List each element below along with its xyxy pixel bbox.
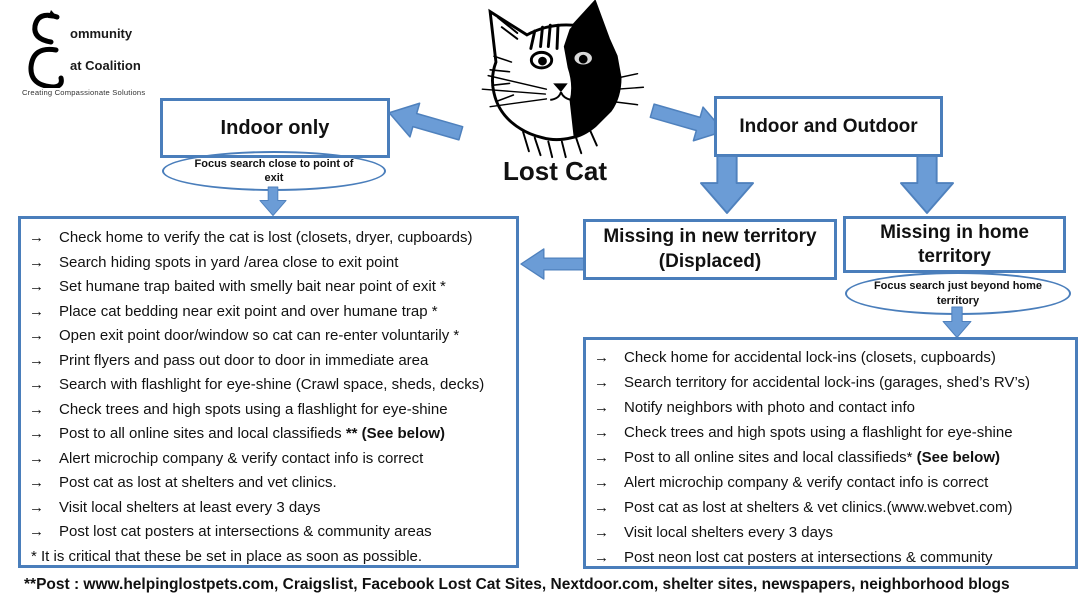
list-item: → Search hiding spots in yard /area close… [21, 251, 516, 276]
list-item: → Search territory for accidental lock-in… [586, 370, 1075, 395]
arrow-bullet-icon: → [594, 499, 609, 516]
list-item-text: Visit local shelters every 3 days [624, 524, 833, 541]
list-item-text: Notify neighbors with photo and contact … [624, 399, 916, 416]
list-item-text: Check trees and high spots using a flash… [59, 400, 448, 418]
arrow-bullet-icon: → [594, 374, 609, 391]
logo-word-top: ommunity [70, 26, 133, 41]
node-missing-new-territory-line1: Missing in new territory [603, 225, 817, 247]
cat-monogram-icon [28, 10, 64, 88]
arrow-bullet-icon: → [594, 349, 609, 366]
list-item: → Post cat as lost at shelters & vet clin… [586, 495, 1075, 520]
arrow-bullet-icon: → [29, 523, 44, 540]
arrow-bullet-icon: → [29, 400, 44, 418]
arrow-bullet-icon: → [29, 449, 44, 467]
connector-arrow-to-home-territory [900, 155, 954, 215]
list-item-text: Post neon lost cat posters at intersecti… [624, 549, 993, 566]
list-item: → Open exit point door/window so cat can … [21, 324, 516, 349]
list-item: → Print flyers and pass out door to door … [21, 349, 516, 374]
list-item: → Post to all online sites and local clas… [21, 422, 516, 447]
list-item-text: Search hiding spots in yard /area close … [59, 253, 399, 271]
node-missing-new-territory-line2: (Displaced) [658, 250, 762, 272]
arrow-bullet-icon: → [29, 376, 44, 393]
node-indoor-outdoor-label: Indoor and Outdoor [739, 115, 918, 137]
list-item-text: Post cat as lost at shelters & vet clini… [624, 499, 1013, 516]
left-list-footnote: * It is critical that these be set in pl… [31, 547, 423, 565]
list-item: → Visit local shelters at least every 3 d… [21, 496, 516, 521]
logo-tagline: Creating Compassionate Solutions [22, 88, 146, 97]
list-item-text: Check trees and high spots using a flash… [624, 424, 1013, 441]
list-item-text: Visit local shelters at least every 3 da… [59, 498, 321, 516]
list-item: → Search with flashlight for eye-shine (C… [21, 373, 516, 398]
community-cat-coalition-logo: ommunity at Coalition Creating Compassio… [20, 6, 170, 108]
node-indoor-only-label: Indoor only [220, 116, 330, 139]
node-missing-home-territory-label: Missing in home territory [880, 221, 1029, 267]
list-item-text: Check home to verify the cat is lost (cl… [59, 229, 473, 246]
callout-focus-exit: Focus search close to point of exit [162, 151, 386, 191]
node-indoor-outdoor: Indoor and Outdoor [714, 96, 943, 157]
connector-arrow-to-displaced [700, 155, 754, 215]
list-item: → Alert microchip company & verify contac… [21, 447, 516, 472]
arrow-bullet-icon: → [29, 253, 44, 271]
node-indoor-only: Indoor only [160, 98, 390, 158]
list-item: → Check trees and high spots using a flas… [586, 420, 1075, 445]
callout-focus-home-label: Focus search just beyond home territory [873, 280, 1043, 307]
connector-arrow-cat-to-indoor-only [382, 91, 467, 154]
list-item-text: Post to all online sites and local class… [624, 449, 1001, 466]
node-missing-home-territory: Missing in home territory [843, 216, 1066, 273]
list-item-text: Open exit point door/window so cat can r… [59, 327, 460, 344]
list-item-text: Check home for accidental lock-ins (clos… [624, 349, 996, 366]
arrow-bullet-icon: → [594, 549, 609, 566]
list-item: → Post neon lost cat posters at intersect… [586, 545, 1075, 570]
arrow-bullet-icon: → [29, 229, 44, 246]
footer-post-sites-note: **Post : www.helpinglostpets.com, Craigs… [24, 576, 1010, 593]
list-item-text: Print flyers and pass out door to door i… [59, 351, 429, 369]
list-item: → Notify neighbors with photo and contact… [586, 395, 1075, 420]
list-item: → Post lost cat posters at intersections … [21, 520, 516, 545]
arrow-bullet-icon: → [29, 351, 44, 369]
arrow-bullet-icon: → [594, 449, 609, 466]
arrow-bullet-icon: → [29, 425, 44, 442]
callout-focus-exit-label: Focus search close to point of exit [194, 157, 354, 184]
arrow-bullet-icon: → [29, 278, 44, 295]
connector-arrow-exit-to-left-list [253, 186, 293, 216]
arrow-bullet-icon: → [29, 302, 44, 320]
list-item-text: Set humane trap baited with smelly bait … [59, 278, 446, 295]
list-item-text: Post lost cat posters at intersections &… [59, 523, 432, 540]
list-item: → Post to all online sites and local clas… [586, 445, 1075, 470]
arrow-bullet-icon: → [594, 424, 609, 441]
list-item-text: Post cat as lost at shelters and vet cli… [59, 474, 337, 491]
list-item: → Place cat bedding near exit point and o… [21, 300, 516, 325]
list-item: → Post cat as lost at shelters and vet cl… [21, 471, 516, 496]
arrow-bullet-icon: → [29, 498, 44, 516]
list-item: → Check home to verify the cat is lost (c… [21, 226, 516, 251]
lost-cat-title: Lost Cat [503, 156, 607, 186]
home-territory-checklist: → Check home for accidental lock-ins (clo… [583, 337, 1078, 569]
node-missing-new-territory: Missing in new territory (Displaced) [583, 219, 837, 280]
connector-arrow-home-to-right-list [932, 306, 982, 338]
arrow-bullet-icon: → [29, 474, 44, 491]
arrow-bullet-icon: → [594, 399, 609, 416]
arrow-bullet-icon: → [29, 327, 44, 344]
list-item: → Alert microchip company & verify contac… [586, 470, 1075, 495]
logo-word-bottom: at Coalition [70, 58, 141, 73]
list-item-text: Post to all online sites and local class… [59, 425, 446, 442]
list-item-text: Alert microchip company & verify contact… [59, 449, 424, 467]
list-item: → Check home for accidental lock-ins (clo… [586, 345, 1075, 370]
list-item-text: Search with flashlight for eye-shine (Cr… [59, 376, 485, 393]
list-item-text: Search territory for accidental lock-ins… [624, 374, 1031, 391]
list-item-text: Place cat bedding near exit point and ov… [59, 302, 438, 320]
lost-cat-illustration [481, 0, 645, 159]
list-item: → Visit local shelters every 3 days [586, 520, 1075, 545]
connector-arrow-cat-to-indoor-outdoor [645, 89, 730, 152]
list-item: → Check trees and high spots using a flas… [21, 398, 516, 423]
indoor-only-checklist: → Check home to verify the cat is lost (c… [18, 216, 519, 568]
arrow-bullet-icon: → [594, 474, 609, 491]
connector-arrow-displaced-to-left-list [520, 247, 586, 281]
list-item-text: Alert microchip company & verify contact… [624, 474, 989, 491]
list-item: → Set humane trap baited with smelly bait… [21, 275, 516, 300]
arrow-bullet-icon: → [594, 524, 609, 541]
